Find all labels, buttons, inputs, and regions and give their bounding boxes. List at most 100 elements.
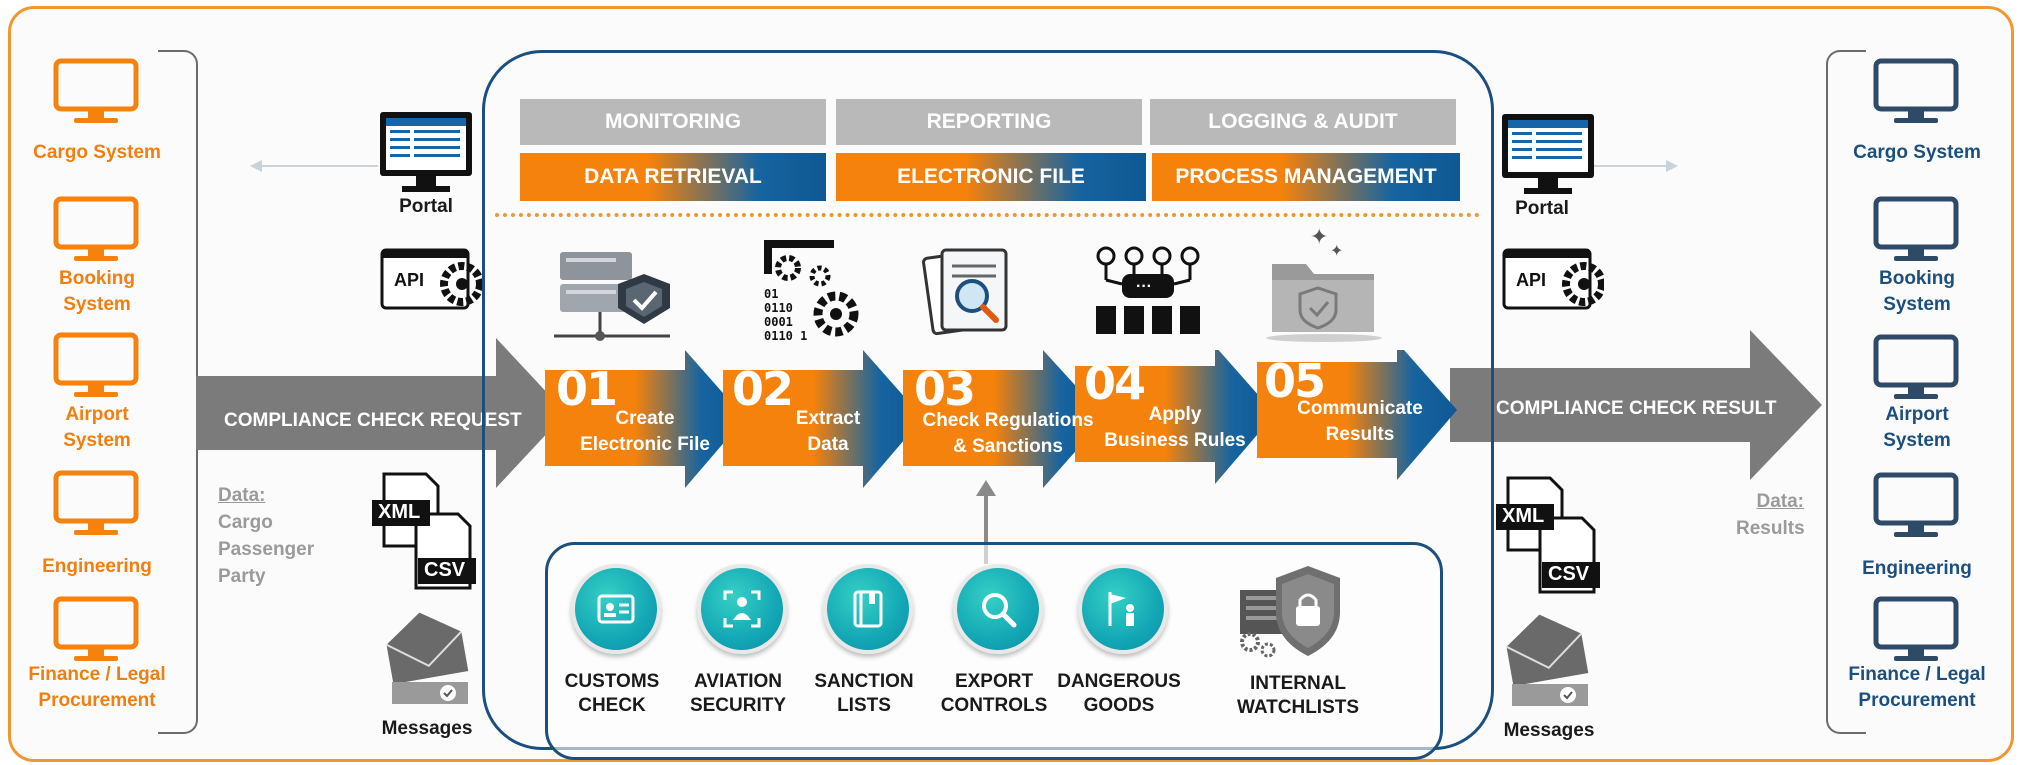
request-arrow: [196, 338, 566, 488]
secure-folder-icon: ✦ ✦: [1266, 224, 1382, 342]
api-text: API: [394, 270, 425, 290]
target-system-label: Engineering: [1862, 558, 1972, 579]
request-label: COMPLIANCE CHECK REQUEST: [224, 410, 522, 431]
api-icon-right: API: [1502, 248, 1606, 312]
shield-lock-icon: [1234, 562, 1346, 667]
step-arrow-05: [1257, 350, 1457, 480]
input-data-item: Passenger: [218, 539, 315, 560]
step-number: 01: [556, 362, 618, 416]
scan-person-icon: [697, 564, 787, 654]
source-monitor-icon: [52, 196, 140, 264]
portal-label-right: Portal: [1515, 198, 1569, 219]
svg-text:0110 1: 0110 1: [764, 329, 807, 342]
bar-process-management: PROCESS MANAGEMENT: [1152, 153, 1460, 201]
input-data-item: Cargo: [218, 512, 273, 533]
bar-data-retrieval: DATA RETRIEVAL: [520, 153, 826, 201]
bar-reporting: REPORTING: [836, 99, 1142, 145]
portal-label: Portal: [399, 196, 453, 217]
step-arrow-04: [1075, 350, 1275, 484]
step-arrow-01: [545, 350, 745, 488]
messages-label: Messages: [381, 718, 473, 739]
target-monitor-icon: [1872, 334, 1960, 402]
csv-text-right: CSV: [1548, 563, 1590, 585]
svg-text:01: 01: [764, 287, 778, 301]
svg-text:✦: ✦: [1330, 243, 1343, 260]
step-number: 04: [1084, 356, 1146, 410]
right-bracket: [1826, 50, 1866, 734]
target-monitor-icon: [1872, 58, 1960, 126]
source-system-label: Cargo System: [33, 142, 161, 163]
svg-text:✦: ✦: [1310, 224, 1328, 249]
book-icon: [823, 564, 913, 654]
source-system-label: Engineering: [42, 556, 152, 577]
id-card-icon: [571, 564, 661, 654]
input-data-title: Data:: [218, 485, 266, 506]
xml-text-right: XML: [1502, 505, 1545, 527]
result-arrow: [1450, 330, 1822, 480]
envelope-icon-right: [1506, 614, 1589, 706]
portal-monitor-icon-right: [1502, 114, 1594, 194]
output-data-title: Data:: [1756, 491, 1804, 512]
source-monitor-icon: [52, 58, 140, 126]
output-data-note: Data: Results: [1736, 488, 1805, 542]
input-data-note: Data: Cargo Passenger Party: [218, 482, 314, 590]
envelope-icon: [386, 612, 469, 704]
step-arrow-02: [723, 350, 923, 488]
step-number: 02: [732, 362, 794, 416]
bar-monitoring: MONITORING: [520, 99, 826, 145]
left-connector-arrow: [250, 160, 378, 172]
result-label: COMPLIANCE CHECK RESULT: [1496, 398, 1777, 419]
data-gears-icon: 01 0110 0001 0110 1: [764, 240, 859, 342]
source-monitor-icon: [52, 470, 140, 538]
bar-logging-audit: LOGGING & AUDIT: [1150, 99, 1456, 145]
magnifier-icon: [953, 564, 1043, 654]
process-steps: [545, 350, 1457, 488]
source-monitor-icon: [52, 596, 140, 664]
step-number: 03: [914, 362, 976, 416]
output-data-item: Results: [1736, 518, 1805, 539]
step-number: 05: [1264, 354, 1326, 408]
left-bracket: [158, 50, 198, 734]
csv-text: CSV: [424, 559, 466, 581]
xml-csv-icon-right: XML CSV: [1494, 476, 1604, 596]
server-shield-icon: [554, 252, 670, 341]
svg-text:0001: 0001: [764, 315, 793, 329]
xml-text: XML: [378, 501, 421, 523]
svg-text:···: ···: [1136, 278, 1152, 295]
step-label: Check Regulations& Sanctions: [922, 410, 1094, 457]
target-monitor-icon: [1872, 472, 1960, 540]
dotted-divider: [495, 213, 1480, 217]
target-monitor-icon: [1872, 596, 1960, 664]
step-arrow-03: [903, 350, 1105, 488]
network-files-icon: ···: [1096, 246, 1200, 334]
bar-electronic-file: ELECTRONIC FILE: [836, 153, 1146, 201]
target-monitor-icon: [1872, 196, 1960, 264]
svg-text:0110: 0110: [764, 301, 793, 315]
target-system-label: Cargo System: [1853, 142, 1981, 163]
document-search-icon: [922, 248, 1008, 336]
api-icon: API: [380, 248, 484, 312]
hazard-flag-icon: [1078, 564, 1168, 654]
xml-csv-icon: XML CSV: [370, 472, 480, 592]
input-data-item: Party: [218, 566, 266, 587]
portal-monitor-icon: [380, 112, 472, 192]
source-monitor-icon: [52, 332, 140, 400]
api-text-right: API: [1516, 270, 1547, 290]
messages-label-right: Messages: [1503, 720, 1595, 741]
